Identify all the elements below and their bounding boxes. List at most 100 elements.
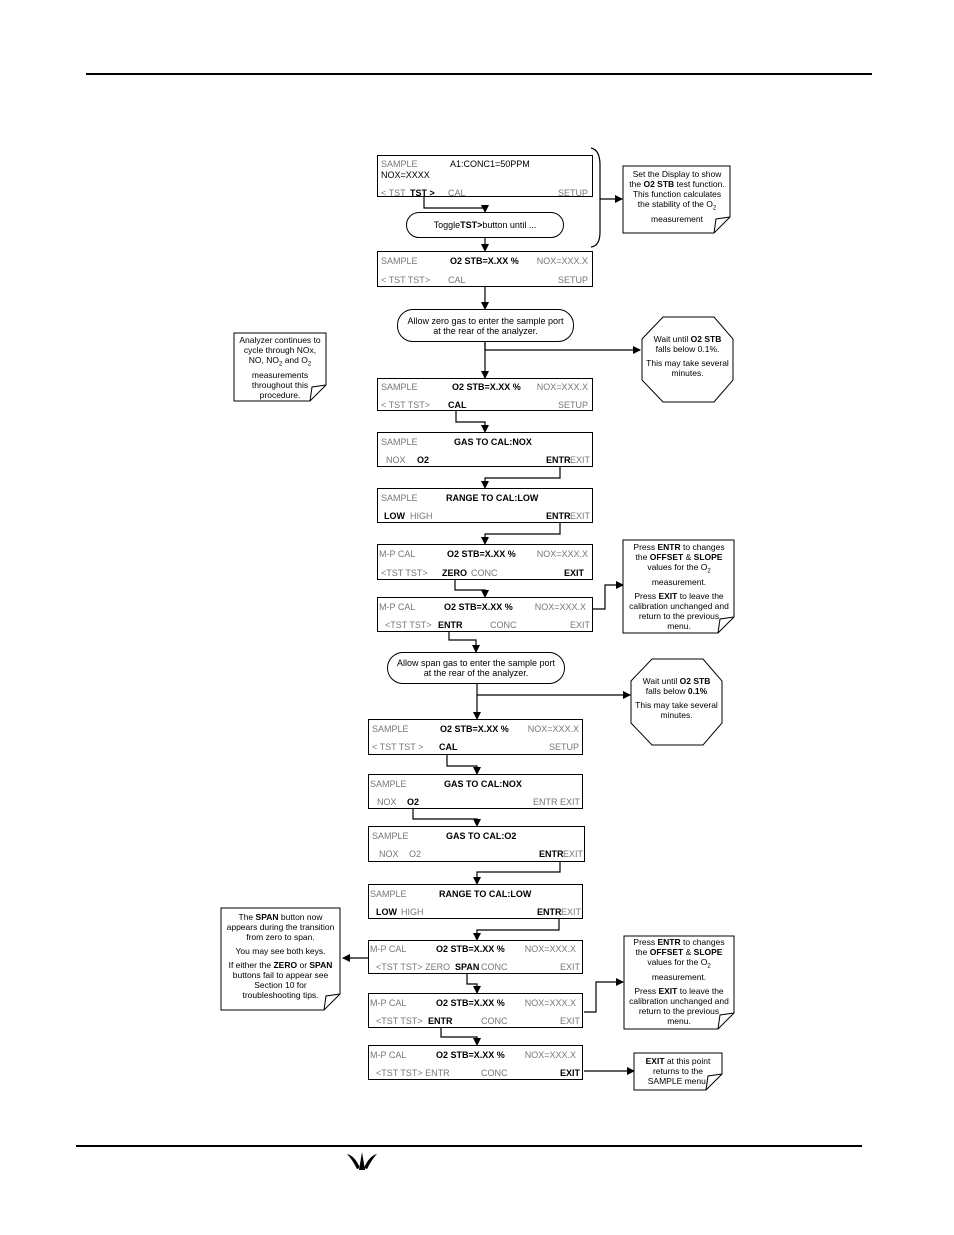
entr-button[interactable]: ENTR — [438, 620, 463, 630]
exit-button[interactable]: EXIT — [569, 511, 590, 521]
cycle-note: Analyzer continues to cycle through NOx,… — [239, 335, 321, 400]
screen-reading: NOX=XXXX — [381, 170, 430, 180]
exit-button[interactable]: EXIT — [569, 455, 590, 465]
exit-button[interactable]: EXIT — [563, 568, 584, 578]
o2-button[interactable]: O2 — [407, 797, 420, 807]
conc-button[interactable]: CONC — [490, 620, 517, 630]
exit-button[interactable]: EXIT — [559, 1068, 580, 1078]
screen-mode: M-P CAL — [379, 602, 416, 612]
tst-buttons[interactable]: < TST TST> — [381, 275, 431, 285]
tst-buttons[interactable]: < TST TST > — [372, 742, 424, 752]
display-screen-11: SAMPLE RANGE TO CAL:LOW LOW HIGH ENTR EX… — [368, 884, 583, 919]
setup-button[interactable]: SETUP — [557, 400, 588, 410]
conc-button[interactable]: CONC — [471, 568, 498, 578]
screen-reading: NOX=XXX.X — [536, 382, 588, 392]
cal-button[interactable]: CAL — [448, 275, 466, 285]
high-button[interactable]: HIGH — [401, 907, 424, 917]
screen-mode: SAMPLE — [372, 831, 409, 841]
toggle-post: button until ... — [482, 220, 537, 230]
display-screen-5: SAMPLE RANGE TO CAL:LOW LOW HIGH ENTR EX… — [377, 488, 593, 523]
footer-rule — [76, 1145, 862, 1147]
span-button[interactable]: SPAN — [455, 962, 480, 972]
span-gas-line1: Allow span gas to enter the sample port — [396, 658, 556, 668]
conc-button[interactable]: CONC — [481, 1016, 508, 1026]
screen-reading: NOX=XXX.X — [534, 602, 586, 612]
display-screen-8: SAMPLE O2 STB=X.XX % NOX=XXX.X < TST TST… — [368, 719, 583, 755]
screen-mode: SAMPLE — [370, 779, 407, 789]
setup-button[interactable]: SETUP — [557, 275, 588, 285]
screen-mode: M-P CAL — [370, 1050, 407, 1060]
tst-buttons[interactable]: < TST TST> — [381, 400, 431, 410]
o2-button[interactable]: O2 — [417, 455, 430, 465]
display-screen-12: M-P CAL O2 STB=X.XX % NOX=XXX.X <TST TST… — [368, 940, 583, 974]
tst-buttons[interactable]: <TST TST> — [385, 620, 432, 630]
screen-message: RANGE TO CAL:LOW — [446, 493, 539, 503]
display-screen-2: SAMPLE O2 STB=X.XX % NOX=XXX.X < TST TST… — [377, 251, 593, 287]
screen-message: O2 STB=X.XX % — [450, 256, 519, 266]
span-gas-line2: at the rear of the analyzer. — [423, 668, 529, 678]
cal-button[interactable]: CAL — [448, 188, 466, 198]
screen-message: O2 STB=X.XX % — [436, 998, 505, 1008]
screen-reading: NOX=XXX.X — [524, 1050, 576, 1060]
wait-span-note: Wait until O2 STB falls below 0.1% This … — [635, 676, 718, 720]
exit-button[interactable]: EXIT — [569, 620, 590, 630]
exit-button[interactable]: EXIT — [560, 907, 581, 917]
conc-button[interactable]: CONC — [481, 1068, 508, 1078]
span-gas-pill: Allow span gas to enter the sample port … — [387, 652, 565, 684]
exit-button[interactable]: EXIT — [559, 1016, 580, 1026]
nox-button[interactable]: NOX — [386, 455, 406, 465]
tst-buttons[interactable]: <TST TST> — [381, 568, 428, 578]
exit-button[interactable]: EXIT — [559, 962, 580, 972]
conc-button[interactable]: CONC — [481, 962, 508, 972]
tst-next-button[interactable]: TST > — [410, 188, 435, 198]
entr-button[interactable]: ENTR — [546, 511, 571, 521]
tst-zero-buttons[interactable]: <TST TST> ZERO — [376, 962, 451, 972]
header-rule — [86, 73, 872, 75]
tst-prev-button[interactable]: < TST — [381, 188, 406, 198]
setup-button[interactable]: SETUP — [557, 188, 588, 198]
screen-mode: SAMPLE — [370, 889, 407, 899]
low-button[interactable]: LOW — [376, 907, 397, 917]
screen-mode: M-P CAL — [370, 944, 407, 954]
screen-message: RANGE TO CAL:LOW — [439, 889, 532, 899]
toggle-pre: Toggle — [433, 220, 461, 230]
screen-message: O2 STB=X.XX % — [440, 724, 509, 734]
nox-button[interactable]: NOX — [377, 797, 397, 807]
zero-gas-pill: Allow zero gas to enter the sample port … — [397, 309, 574, 342]
o2-button[interactable]: O2 — [409, 849, 422, 859]
entr-exit-buttons[interactable]: ENTR EXIT — [532, 797, 580, 807]
entr-button[interactable]: ENTR — [539, 849, 564, 859]
screen-mode: SAMPLE — [381, 437, 418, 447]
nox-button[interactable]: NOX — [379, 849, 399, 859]
cal-button[interactable]: CAL — [439, 742, 458, 752]
display-screen-13: M-P CAL O2 STB=X.XX % NOX=XXX.X <TST TST… — [368, 993, 583, 1028]
tst-entr-buttons[interactable]: <TST TST> ENTR — [376, 1068, 450, 1078]
screen-reading: NOX=XXX.X — [524, 998, 576, 1008]
screen-message: GAS TO CAL:NOX — [454, 437, 532, 447]
entr-button[interactable]: ENTR — [537, 907, 562, 917]
screen-mode: SAMPLE — [381, 256, 418, 266]
exit-button[interactable]: EXIT — [562, 849, 583, 859]
toggle-bold: TST> — [460, 220, 483, 230]
display-screen-9: SAMPLE GAS TO CAL:NOX NOX O2 ENTR EXIT — [368, 774, 583, 809]
entr-note-span: Press ENTR to changes the OFFSET & SLOPE… — [629, 937, 729, 1026]
wait-zero-note: Wait until O2 STB falls below 0.1%. This… — [646, 334, 729, 378]
setup-button[interactable]: SETUP — [548, 742, 579, 752]
screen-message: O2 STB=X.XX % — [436, 944, 505, 954]
entr-button[interactable]: ENTR — [546, 455, 571, 465]
tst-buttons[interactable]: <TST TST> — [376, 1016, 423, 1026]
low-button[interactable]: LOW — [384, 511, 405, 521]
cal-button[interactable]: CAL — [448, 400, 467, 410]
zero-button[interactable]: ZERO — [442, 568, 468, 578]
high-button[interactable]: HIGH — [410, 511, 433, 521]
zero-gas-line2: at the rear of the analyzer. — [433, 325, 538, 336]
display-screen-4: SAMPLE GAS TO CAL:NOX NOX O2 ENTR EXIT — [377, 432, 593, 467]
entr-button[interactable]: ENTR — [428, 1016, 453, 1026]
exit-note: EXIT at this point returns to the SAMPLE… — [645, 1056, 711, 1086]
screen-mode: SAMPLE — [381, 493, 418, 503]
screen-reading: NOX=XXX.X — [524, 944, 576, 954]
display-function-note: Set the Display to show the O2 STB test … — [629, 169, 725, 224]
screen-mode: SAMPLE — [381, 382, 418, 392]
screen-reading: NOX=XXX.X — [527, 724, 579, 734]
